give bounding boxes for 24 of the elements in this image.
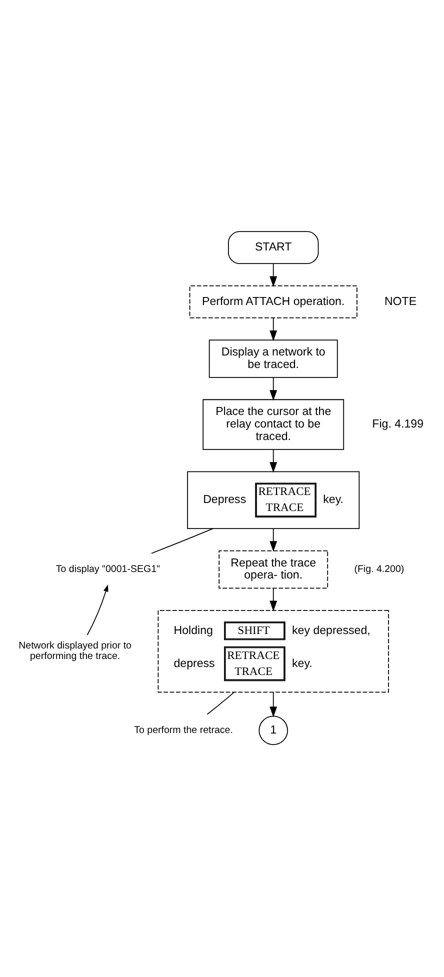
node-label: NOTE — [384, 295, 417, 308]
node-box: START — [228, 230, 319, 264]
arrow — [270, 376, 278, 400]
node-box: Place the cursor at the relay contact to be traced. — [202, 398, 344, 450]
node-text: To perform the retrace. — [134, 724, 233, 736]
arrow — [270, 691, 278, 717]
arrow — [86, 584, 108, 635]
arrow — [270, 262, 278, 286]
arrow — [270, 317, 278, 341]
node-circle: 1 — [258, 715, 288, 745]
label: (Fig. 4.200) — [354, 563, 404, 574]
arrow — [270, 528, 278, 552]
node-box: Holding SHIFT key depressed, depress RETRACE TRACE key. — [158, 609, 389, 692]
connector — [150, 528, 214, 554]
node-label: Fig. 4.199 — [372, 418, 424, 430]
arrow — [270, 448, 278, 472]
node-box: Display a network to be traced. — [208, 339, 338, 378]
node-box: Perform ATTACH operation. — [189, 284, 358, 318]
node-box: Depress RETRACE TRACE key. — [187, 470, 360, 529]
node-text: Network displayed prior to performing the trace. — [18, 640, 132, 662]
node-text: To display "0001-SEG1" — [56, 563, 160, 574]
connector — [206, 691, 235, 714]
arrow — [270, 588, 278, 611]
node-box: Repeat the trace opera- tion. — [218, 550, 328, 588]
